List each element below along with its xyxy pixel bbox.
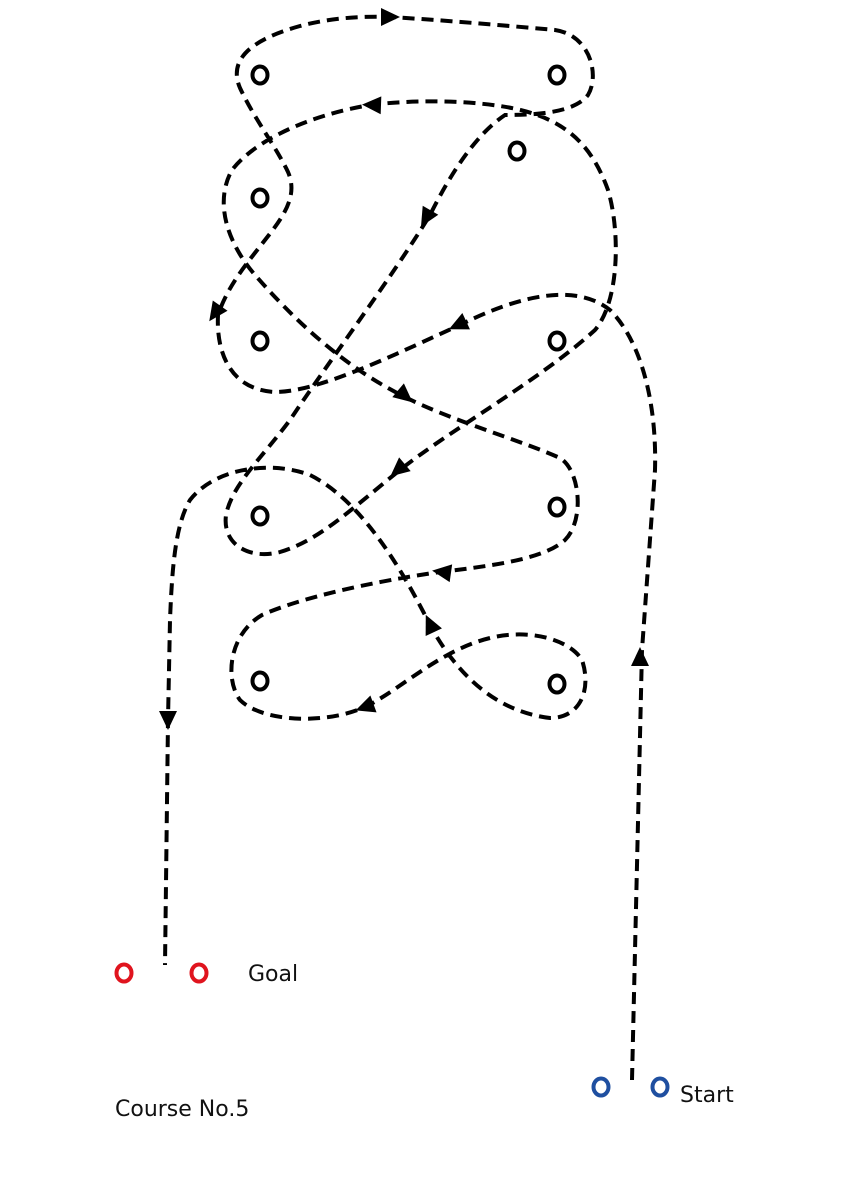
cone-marker bbox=[250, 64, 270, 86]
goal-cone-marker bbox=[189, 962, 209, 984]
direction-arrow-icon bbox=[209, 300, 228, 322]
cone-marker bbox=[250, 330, 270, 352]
start-label: Start bbox=[680, 1083, 734, 1108]
cone-marker bbox=[250, 670, 270, 692]
cone-marker bbox=[507, 140, 527, 162]
direction-arrow-icon bbox=[432, 564, 453, 583]
goal-label: Goal bbox=[248, 962, 299, 987]
start-cone-marker bbox=[591, 1076, 611, 1098]
direction-arrow-icon bbox=[448, 313, 470, 330]
cone-marker bbox=[547, 496, 567, 518]
cone-marker bbox=[250, 187, 270, 209]
course-title: Course No.5 bbox=[115, 1097, 250, 1122]
goal-cone-marker bbox=[114, 962, 134, 984]
cone-marker bbox=[250, 505, 270, 527]
direction-arrow-icon bbox=[381, 8, 400, 26]
cone-marker bbox=[547, 64, 567, 86]
direction-arrow-icon bbox=[631, 647, 649, 666]
direction-arrow-icon bbox=[362, 96, 382, 115]
course-route-path bbox=[163, 14, 658, 1081]
direction-arrow-icon bbox=[159, 711, 177, 730]
cone-marker bbox=[547, 330, 567, 352]
direction-arrow-icon bbox=[355, 695, 377, 713]
start-cone-marker bbox=[650, 1076, 670, 1098]
cone-marker bbox=[547, 673, 567, 695]
direction-arrow-icon bbox=[392, 383, 413, 403]
direction-arrow-icon bbox=[421, 205, 439, 227]
direction-arrow-icon bbox=[425, 614, 442, 636]
direction-arrow-icon bbox=[390, 457, 411, 477]
